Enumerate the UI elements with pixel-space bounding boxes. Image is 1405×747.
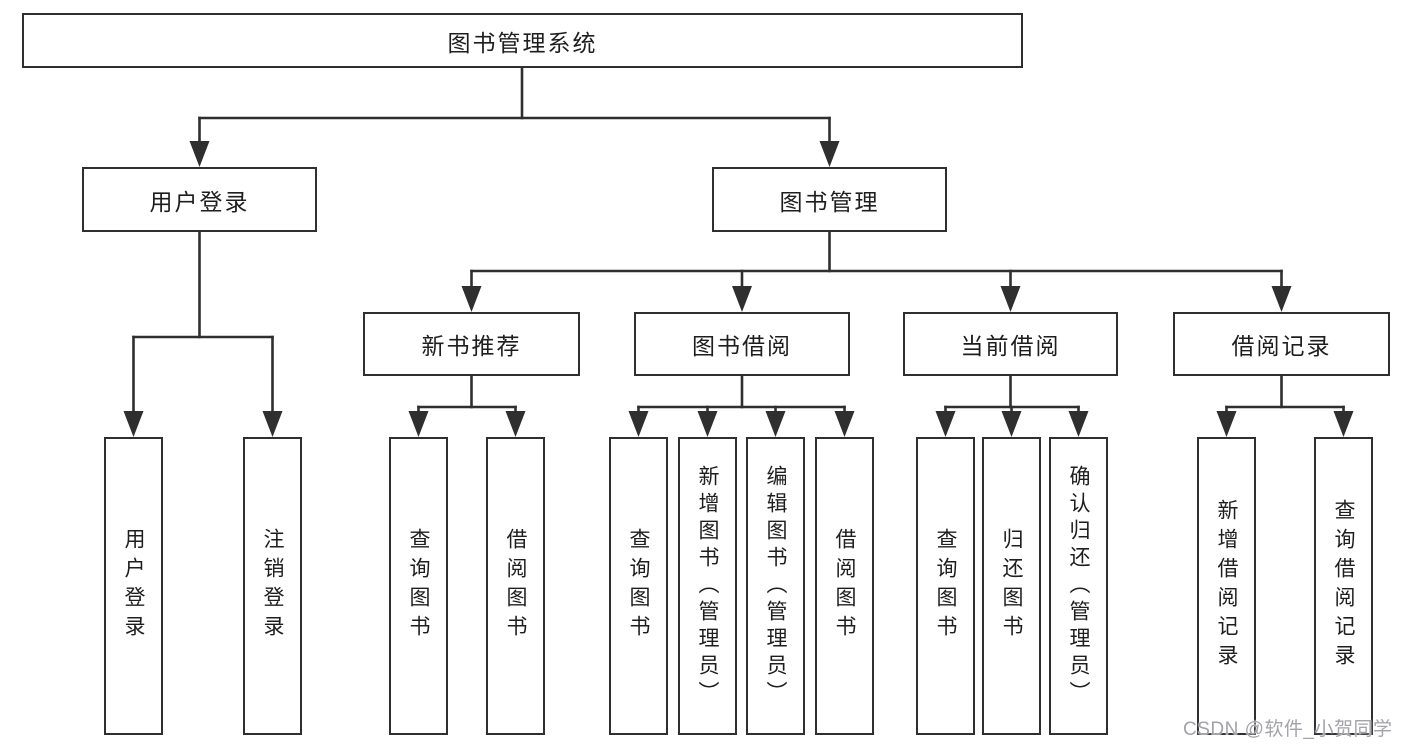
leaf-query-books-current: 查询图书: [916, 437, 975, 735]
leaf-add-borrow-record: 新增借阅记录: [1197, 437, 1256, 735]
node-label: 图书借阅: [692, 333, 792, 359]
node-label: 新增图书（管理员）: [696, 464, 719, 708]
node-label: 注销登录: [261, 528, 284, 644]
node-label: 确认归还（管理员）: [1067, 464, 1090, 708]
node-label: 用户登录: [149, 188, 250, 215]
node-new-book-recommend: 新书推荐: [363, 312, 580, 376]
node-label: 图书管理: [779, 188, 880, 215]
node-label: 查询借阅记录: [1332, 499, 1355, 673]
leaf-query-borrow-record: 查询借阅记录: [1314, 437, 1373, 735]
node-label: 查询图书: [407, 528, 430, 644]
leaf-return-books: 归还图书: [982, 437, 1041, 735]
leaf-query-books-borrow: 查询图书: [609, 437, 668, 735]
leaf-edit-book-admin: 编辑图书（管理员）: [746, 437, 805, 735]
leaf-borrow-books-recommend: 借阅图书: [486, 437, 545, 735]
node-label: 借阅图书: [833, 528, 856, 644]
leaf-confirm-return-admin: 确认归还（管理员）: [1049, 437, 1108, 735]
node-label: 新增借阅记录: [1215, 499, 1238, 673]
leaf-user-login: 用户登录: [104, 437, 163, 735]
csdn-watermark: CSDN @软件_小贺同学: [1183, 719, 1393, 740]
node-user-login: 用户登录: [82, 167, 317, 232]
node-label: 当前借阅: [960, 333, 1061, 359]
node-label: 编辑图书（管理员）: [764, 464, 787, 708]
node-book-management: 图书管理: [712, 167, 947, 232]
leaf-add-book-admin: 新增图书（管理员）: [678, 437, 737, 735]
leaf-borrow-books: 借阅图书: [815, 437, 874, 735]
node-label: 图书管理系统: [447, 29, 598, 56]
node-book-borrow: 图书借阅: [634, 312, 850, 376]
node-label: 查询图书: [934, 528, 957, 644]
node-label: 归还图书: [1000, 528, 1023, 644]
node-label: 新书推荐: [421, 333, 522, 359]
node-library-system: 图书管理系统: [22, 13, 1023, 68]
node-current-borrow: 当前借阅: [903, 312, 1118, 376]
leaf-logout: 注销登录: [243, 437, 302, 735]
node-label: 用户登录: [122, 528, 145, 644]
node-label: 借阅图书: [504, 528, 527, 644]
node-label: 借阅记录: [1231, 333, 1332, 359]
node-label: 查询图书: [627, 528, 650, 644]
leaf-query-books-recommend: 查询图书: [389, 437, 448, 735]
node-borrow-records: 借阅记录: [1173, 312, 1390, 376]
